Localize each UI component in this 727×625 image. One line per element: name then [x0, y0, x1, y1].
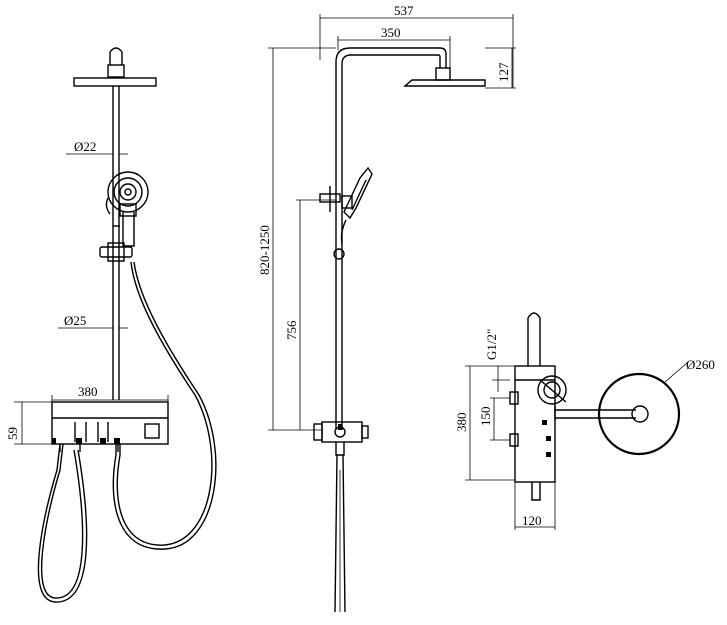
- top-rain-head: [597, 372, 681, 456]
- dimension-shelf-width: 380: [51, 384, 169, 402]
- side-hose: [334, 454, 346, 613]
- thermostat-shelf: [51, 401, 169, 452]
- dimension-pipe-upper: Ø22: [66, 139, 128, 155]
- front-view: Ø22 Ø25: [5, 47, 217, 603]
- top-arm: [555, 405, 649, 423]
- label-shelf-width: 380: [78, 384, 98, 399]
- dimension-height-range: 820-1250: [257, 47, 336, 431]
- top-mixer-body: [509, 365, 556, 501]
- dimension-holder-height: 756: [284, 199, 336, 430]
- label-overall-width: 537: [394, 3, 414, 18]
- dimension-arm-length: 350: [337, 25, 451, 68]
- top-view: Ø260 G1/2" 380 150 120: [454, 312, 715, 530]
- dimension-depth: 120: [514, 482, 556, 530]
- label-pipe-upper: Ø22: [74, 139, 96, 154]
- label-head-diameter: Ø260: [686, 357, 715, 372]
- side-hand-shower: [319, 166, 373, 260]
- label-depth: 120: [522, 513, 542, 528]
- label-holder-height: 756: [284, 320, 299, 340]
- dimension-overall-width: 537: [319, 3, 514, 88]
- side-mixer: [313, 421, 369, 456]
- rain-shower-head: [73, 47, 157, 87]
- label-inlet-spacing: 150: [478, 407, 493, 427]
- side-riser-arm: [335, 47, 447, 430]
- side-rain-head: [403, 67, 486, 87]
- dimension-inlet-spacing: 150: [478, 397, 510, 441]
- slide-holder: [99, 242, 133, 262]
- hand-shower: [105, 171, 149, 247]
- label-body-height: 380: [454, 413, 469, 433]
- dimension-head-drop: 127: [485, 47, 516, 89]
- dimension-shelf-height: 59: [5, 401, 52, 445]
- hose-left: [37, 443, 88, 603]
- label-arm-length: 350: [381, 25, 401, 40]
- label-thread: G1/2": [484, 329, 499, 360]
- dimension-head-diameter: Ø260: [664, 357, 715, 383]
- side-view: 537 350 127: [257, 3, 516, 613]
- label-head-drop: 127: [496, 62, 511, 82]
- dimension-body-height: 380: [454, 365, 515, 481]
- dimension-pipe-lower: Ø25: [58, 313, 128, 329]
- label-shelf-height: 59: [5, 427, 20, 440]
- label-pipe-lower: Ø25: [64, 313, 86, 328]
- label-height-range: 820-1250: [257, 225, 272, 275]
- dimension-thread: G1/2": [484, 329, 510, 392]
- hose-right: [116, 261, 213, 546]
- top-riser: [527, 312, 567, 420]
